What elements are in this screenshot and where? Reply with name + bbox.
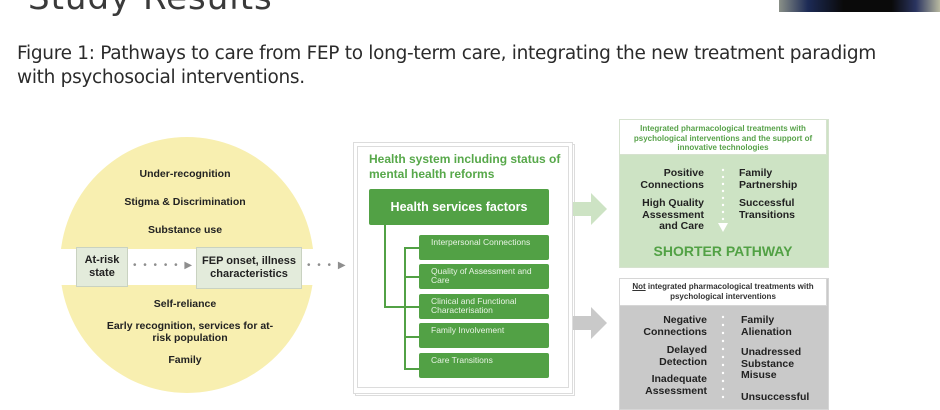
arrow-to-not-integrated xyxy=(573,307,607,339)
sub-factor-clinical: Clinical and Functional Characterisation xyxy=(419,294,549,319)
connector-tick-1 xyxy=(404,247,419,249)
connector-tick-4 xyxy=(404,336,419,338)
integrated-header: Integrated pharmacological treatments wi… xyxy=(619,119,827,155)
not-integrated-header: Not integrated pharmacological treatment… xyxy=(619,278,827,306)
presenter-webcam-video xyxy=(779,0,940,12)
factor-under-recognition: Under-recognition xyxy=(139,168,231,180)
at-risk-state-box: At-risk state xyxy=(76,247,128,287)
figure-caption: Figure 1: Pathways to care from FEP to l… xyxy=(17,43,877,88)
connector-tick-5 xyxy=(404,368,419,370)
dotted-arrow-1: • • • • • ▶ xyxy=(133,260,195,271)
sub-factor-care-transitions: Care Transitions xyxy=(419,353,549,378)
delayed-detection: Delayed Detection xyxy=(659,344,707,368)
health-services-factors-box: Health services factors xyxy=(369,189,549,225)
pathway-down-arrow xyxy=(718,168,728,232)
high-quality-assessment: High Quality Assessment and Care xyxy=(642,197,704,232)
factor-family: Family xyxy=(168,354,202,366)
positive-connections: Positive Connections xyxy=(640,167,704,191)
negative-connections: Negative Connections xyxy=(643,314,707,338)
sub-factor-family: Family Involvement xyxy=(419,323,549,348)
sub-factor-quality: Quality of Assessment and Care xyxy=(419,264,549,289)
shorter-pathway-label: SHORTER PATHWAY xyxy=(653,243,793,259)
successful-transitions: Successful Transitions xyxy=(739,197,796,221)
arrow-to-integrated xyxy=(573,193,607,225)
connector-main-vertical xyxy=(384,225,386,307)
fep-onset-box: FEP onset, illness characteristics xyxy=(196,247,302,289)
not-emphasis: Not xyxy=(632,282,646,291)
dotted-arrow-2: • • • ▶ xyxy=(307,260,348,271)
pathway-dotted-line-grey xyxy=(721,315,725,399)
connector-main-horizontal xyxy=(384,306,419,308)
inadequate-assessment: Inadequate Assessment xyxy=(645,373,707,397)
sub-factor-interpersonal: Interpersonal Connections xyxy=(419,235,549,260)
arrow-green-shape xyxy=(573,193,607,225)
slide-title: Study Results xyxy=(28,0,273,18)
connector-branch-vertical xyxy=(404,247,406,370)
health-system-title: Health system including status of mental… xyxy=(369,152,561,181)
unsuccessful: Unsuccessful xyxy=(741,391,810,403)
factor-stigma: Stigma & Discrimination xyxy=(124,196,246,208)
factor-self-reliance: Self-reliance xyxy=(153,298,217,310)
factor-early-recognition: Early recognition, services for at-risk … xyxy=(106,320,274,344)
unaddressed-substance-misuse: Unadressed Substance Misuse xyxy=(741,346,802,381)
factor-substance-use: Substance use xyxy=(147,224,223,236)
connector-tick-2 xyxy=(404,276,419,278)
arrow-grey-shape xyxy=(573,307,607,339)
family-partnership: Family Partnership xyxy=(739,167,798,191)
not-integrated-header-text: integrated pharmacological treatments wi… xyxy=(645,282,814,301)
family-alienation: Family Alienation xyxy=(741,314,792,338)
